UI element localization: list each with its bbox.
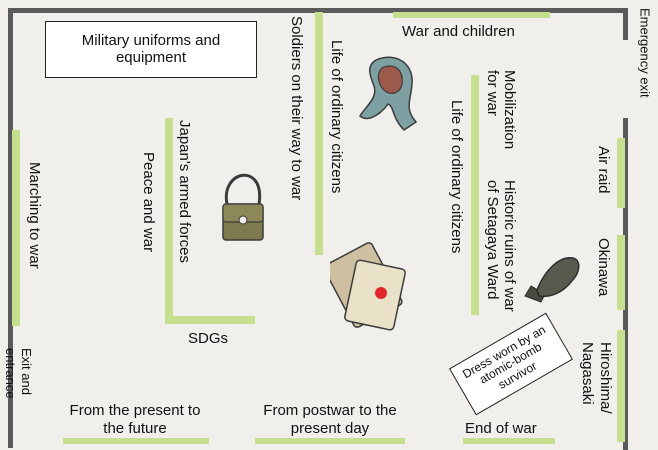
label-hiroshima: Hiroshima/ Nagasaki <box>579 342 614 414</box>
panel-end-of-war <box>463 438 555 444</box>
label-end-of-war: End of war <box>465 420 537 437</box>
label-exit-entrance: Exit and entrance <box>3 348 34 399</box>
military-uniforms-label: Military uniforms and equipment <box>81 32 221 66</box>
wall-left <box>8 8 13 448</box>
military-uniforms-box: Military uniforms and equipment <box>45 21 257 78</box>
hood-icon <box>359 56 418 131</box>
label-life-right: Life of ordinary citizens <box>447 100 465 254</box>
label-war-children: War and children <box>402 23 515 40</box>
panel-japan-forces-v <box>165 118 173 324</box>
panel-japan-forces-h <box>165 316 255 324</box>
dress-label: Dress worn by an atomic-bomb survivor <box>460 322 549 392</box>
label-emergency-exit: Emergency exit <box>637 8 653 98</box>
label-peace-war: Peace and war <box>139 152 157 253</box>
panel-soldiers <box>315 12 323 255</box>
panel-mobilization <box>471 75 479 315</box>
label-mobilization: Mobilization for war <box>484 70 518 150</box>
panel-air-raid <box>617 138 625 208</box>
label-sdgs: SDGs <box>188 330 229 347</box>
flag-box-icon <box>330 242 406 331</box>
label-from-postwar: From postwar to the present day <box>263 402 397 437</box>
wall-right-upper <box>623 8 628 40</box>
label-life-left: Life of ordinary citizens <box>327 40 345 194</box>
panel-hiroshima <box>617 330 625 442</box>
panel-from-present <box>63 438 209 444</box>
panel-top-war-children <box>393 12 550 18</box>
label-japan-forces: Japan's armed forces <box>175 120 193 263</box>
label-marching: Marching to war <box>25 162 43 269</box>
bomb-icon <box>524 257 580 303</box>
wall-right-lower <box>623 118 628 450</box>
label-air-raid: Air raid <box>594 146 612 194</box>
label-historic-ruins: Historic ruins of war of Setagaya Ward <box>484 180 518 312</box>
panel-okinawa <box>617 235 625 310</box>
label-from-present: From the present to the future <box>69 402 201 437</box>
label-okinawa: Okinawa <box>594 238 612 297</box>
wall-top <box>8 8 628 13</box>
bag-icon <box>222 173 264 241</box>
dress-box: Dress worn by an atomic-bomb survivor <box>449 312 573 416</box>
label-soldiers: Soldiers on their way to war <box>287 16 305 201</box>
panel-from-postwar <box>255 438 405 444</box>
panel-marching <box>12 130 20 326</box>
